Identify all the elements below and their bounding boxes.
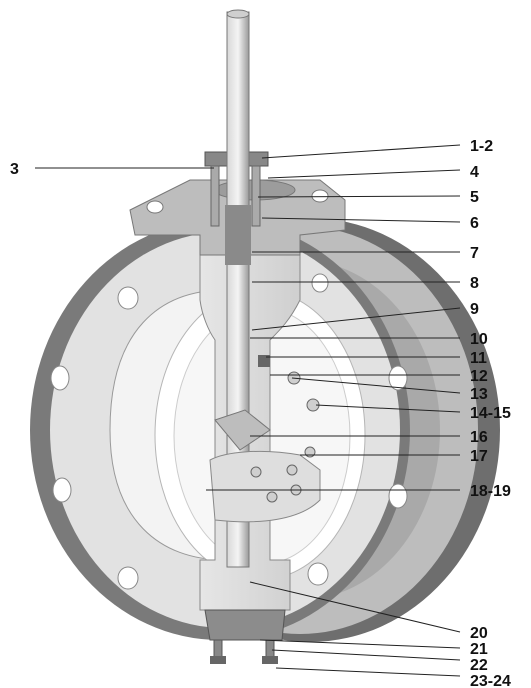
bottom-nut [262,656,278,664]
packing-rings [225,205,251,265]
bottom-cover [204,609,286,641]
callout-8: 8 [470,275,479,292]
disc [209,450,321,523]
bolt-hole [388,483,408,509]
callout-21: 21 [470,641,488,658]
callout-4: 4 [470,164,479,181]
leader-4 [267,169,461,179]
valve-body [30,9,500,664]
callout-17: 17 [470,448,488,465]
callout-1-2: 1-2 [470,138,493,155]
leader-21 [259,639,461,649]
callout-11: 11 [470,350,487,367]
callout-9: 9 [470,301,479,318]
callout-16: 16 [470,429,488,446]
leader-lines [35,144,461,677]
callout-12: 12 [470,368,488,385]
callout-13: 13 [470,386,488,403]
bolt-hole [117,286,139,310]
leader-22 [271,649,461,661]
mounting-hole [311,189,329,203]
stem-top [226,9,250,19]
leader-14-15 [315,404,461,413]
leader-23-24 [275,667,461,677]
callout-18-19: 18-19 [470,483,511,500]
retainer-pin [258,355,270,367]
mounting-hole [146,200,164,214]
bolt-hole [388,365,408,391]
disc-screw [266,491,278,503]
leader-5 [257,195,461,198]
bolt-hole [52,477,72,503]
leader-13 [291,377,461,394]
callout-23-24: 23-24 [470,673,511,688]
disc-lever [214,409,271,451]
callout-20: 20 [470,625,488,642]
leader-1-2 [261,144,461,159]
bolt-hole [311,273,329,293]
callout-22: 22 [470,657,488,674]
bottom-nut [210,656,226,664]
leader-6 [261,217,461,223]
leader-20 [249,581,461,633]
callout-6: 6 [470,215,479,232]
leader-9 [251,307,461,331]
gland-nut [204,151,228,167]
callout-7: 7 [470,245,479,262]
bolt-hole [50,365,70,391]
callout-3: 3 [10,161,19,178]
bolt-hole [307,562,329,586]
callout-10: 10 [470,331,488,348]
bolt-hole [117,566,139,590]
gland-stud [210,165,220,227]
callout-labels: 3 1-2 4 5 6 7 8 9 10 11 12 13 14-15 16 1… [10,138,511,688]
disc-screw [250,466,262,478]
gland-stud [251,165,261,227]
disc-screw [286,464,298,476]
callout-5: 5 [470,189,479,206]
callout-14-15: 14-15 [470,405,511,422]
